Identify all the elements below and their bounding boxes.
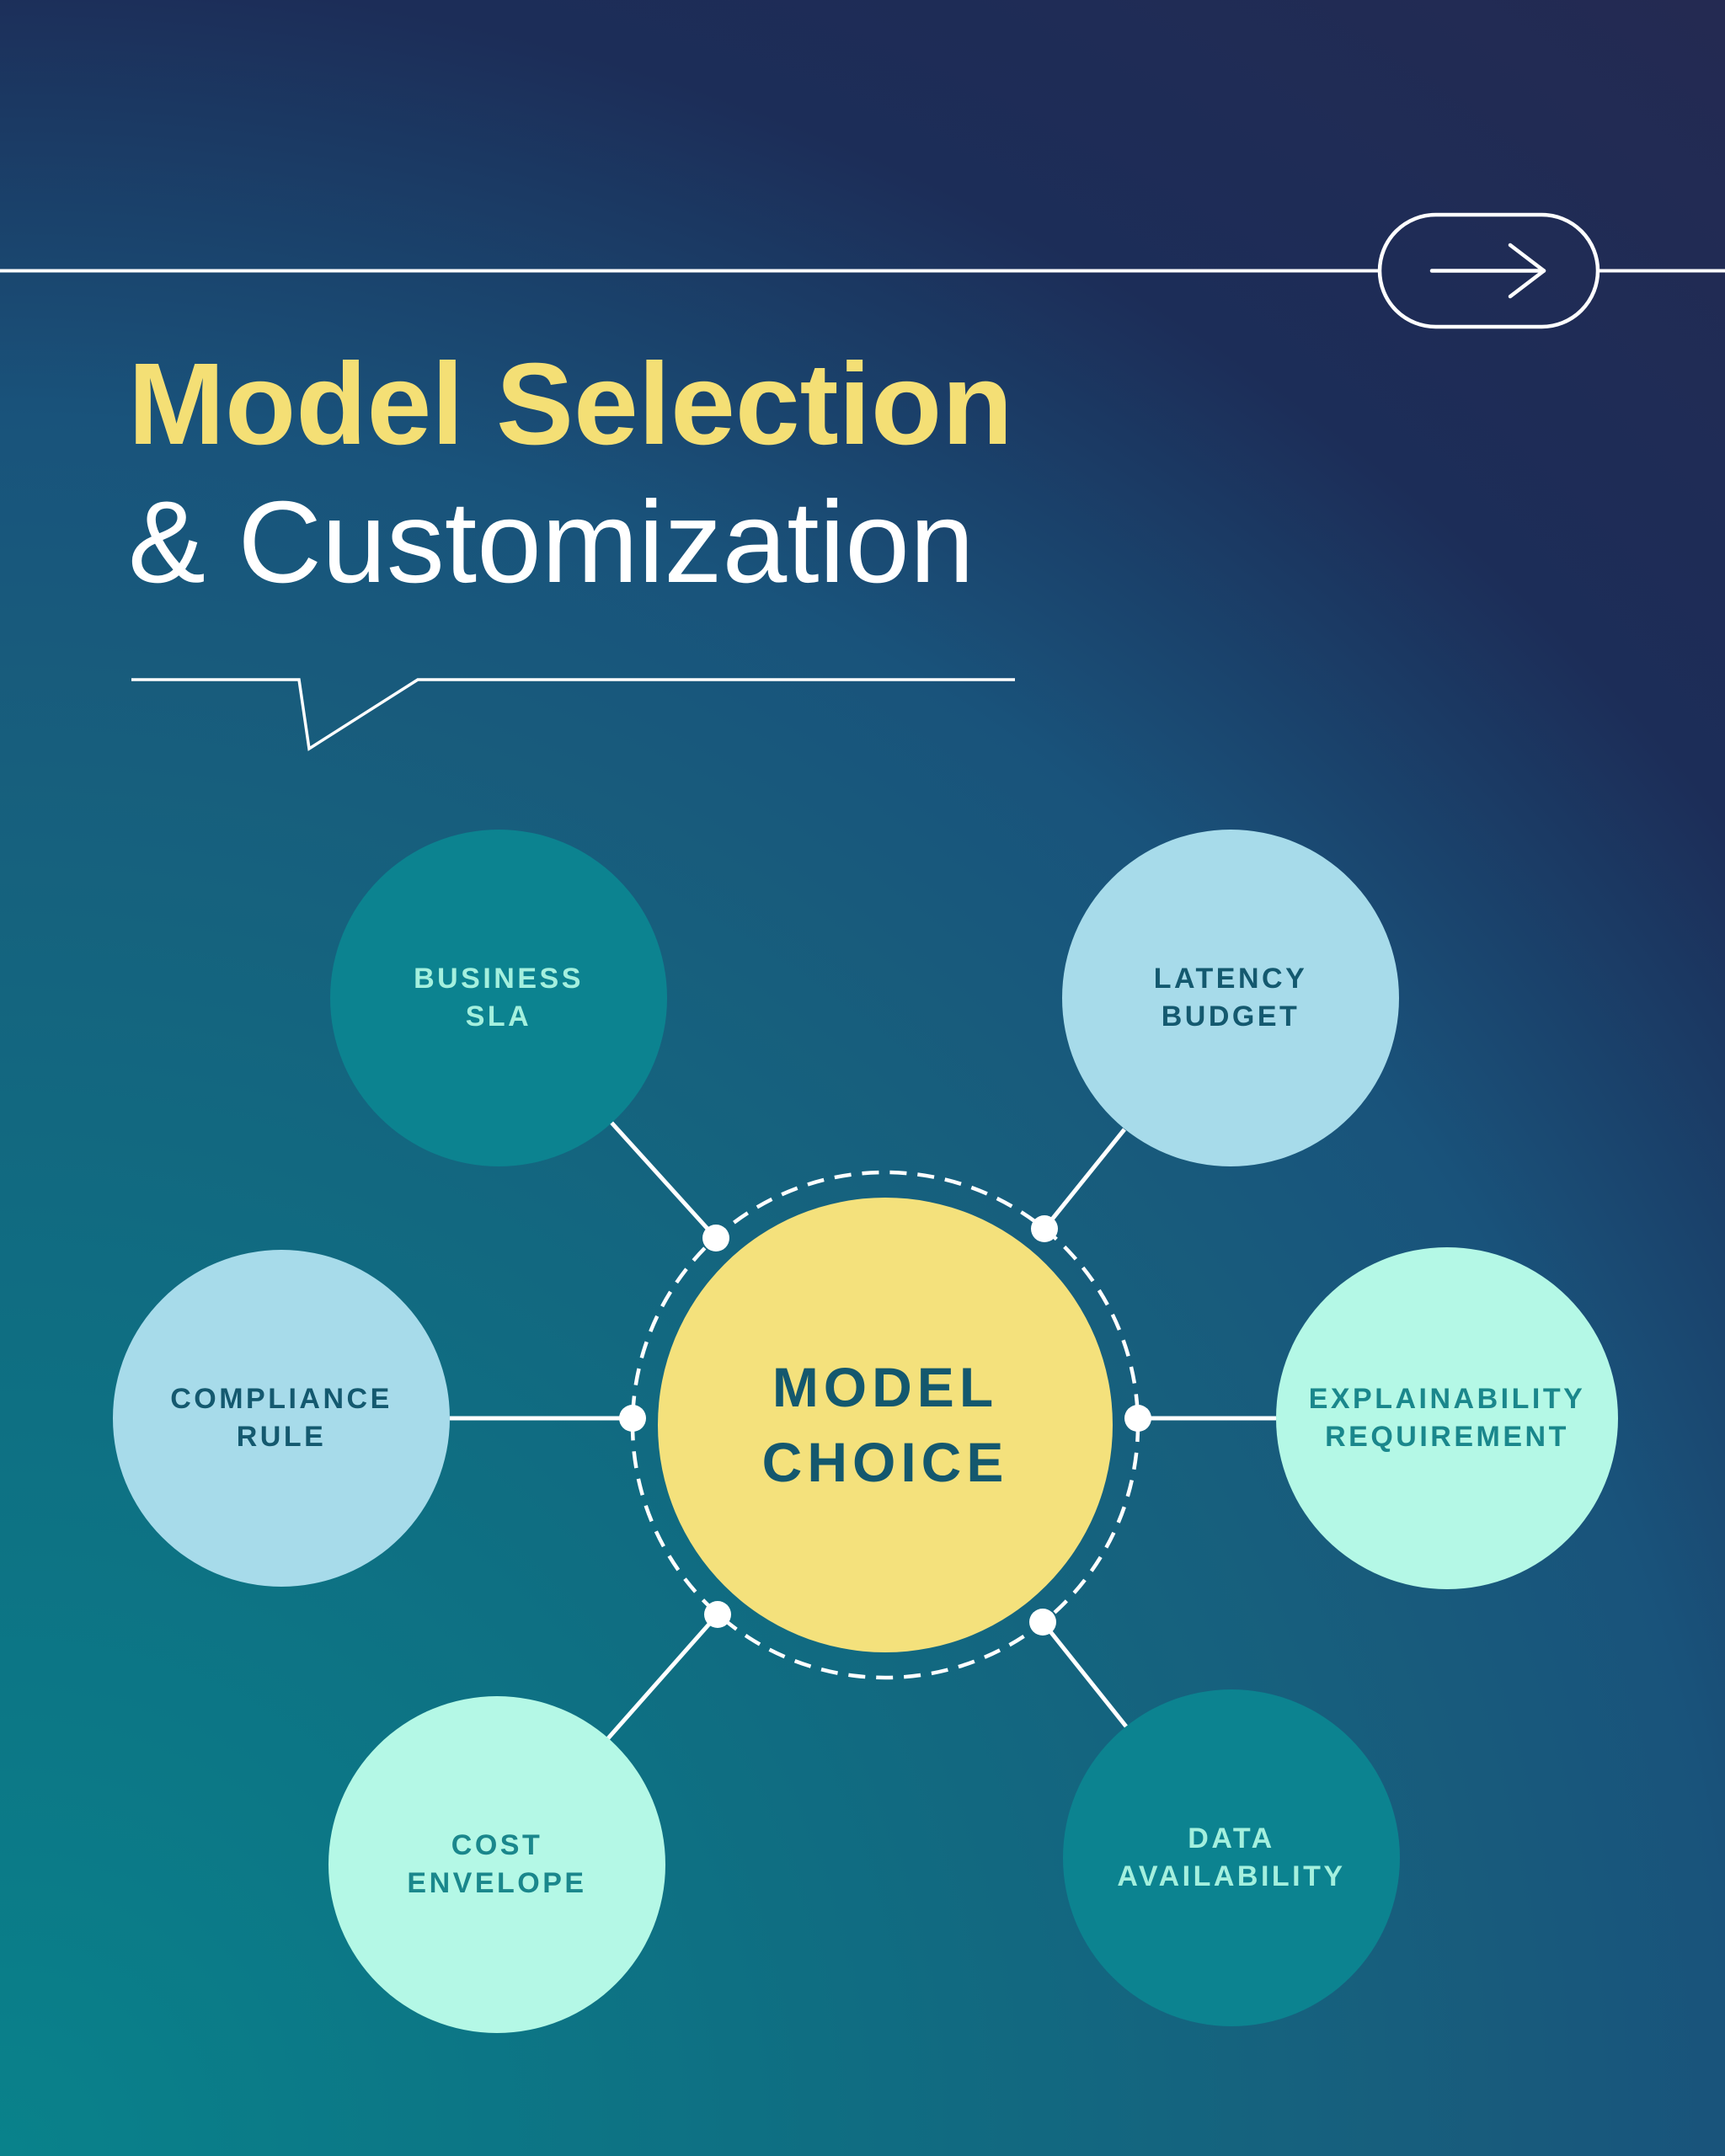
dot-cost-envelope bbox=[704, 1601, 731, 1628]
page-title-line2: & Customization bbox=[128, 478, 975, 608]
node-data-availability: DATA AVAILABILITY bbox=[1063, 1689, 1400, 2026]
connector-dots bbox=[619, 1215, 1151, 1636]
node-data-availability-label: DATA AVAILABILITY bbox=[1117, 1822, 1346, 1892]
dot-explainability-requirement bbox=[1124, 1405, 1151, 1432]
node-cost-envelope: COST ENVELOPE bbox=[328, 1696, 665, 2033]
node-explainability-requirement: EXPLAINABILITY REQUIREMENT bbox=[1276, 1247, 1618, 1589]
connector-lines bbox=[450, 1121, 1276, 1740]
node-cost-envelope-label: COST ENVELOPE bbox=[407, 1829, 587, 1899]
page-title-line1: Model Selection bbox=[128, 339, 1013, 469]
node-compliance-rule: COMPLIANCE RULE bbox=[113, 1250, 450, 1587]
capsule-outline bbox=[1377, 212, 1600, 329]
connector-business-sla bbox=[610, 1121, 718, 1240]
title-block: Model Selection & Customization bbox=[128, 335, 1013, 611]
node-compliance-rule-label: COMPLIANCE RULE bbox=[170, 1383, 393, 1453]
connector-data-availability bbox=[1041, 1620, 1128, 1728]
title-underline-callout bbox=[131, 678, 1015, 751]
dot-business-sla bbox=[702, 1225, 729, 1251]
dot-compliance-rule bbox=[619, 1405, 646, 1432]
dot-latency-budget bbox=[1031, 1215, 1058, 1242]
node-latency-budget-label: LATENCY BUDGET bbox=[1153, 963, 1308, 1033]
arrow-right-icon bbox=[1429, 243, 1546, 299]
dot-data-availability bbox=[1029, 1609, 1056, 1636]
node-latency-budget: LATENCY BUDGET bbox=[1062, 830, 1399, 1166]
connector-cost-envelope bbox=[606, 1613, 719, 1740]
node-explainability-requirement-label: EXPLAINABILITY REQUIREMENT bbox=[1308, 1383, 1586, 1453]
node-model-choice: MODEL CHOICE bbox=[658, 1198, 1113, 1652]
node-business-sla-label: BUSINESS SLA bbox=[414, 963, 584, 1033]
node-business-sla: BUSINESS SLA bbox=[330, 830, 667, 1166]
connector-latency-budget bbox=[1043, 1128, 1126, 1230]
next-arrow-button[interactable] bbox=[1377, 212, 1600, 329]
node-model-choice-label: MODEL CHOICE bbox=[761, 1355, 1009, 1493]
